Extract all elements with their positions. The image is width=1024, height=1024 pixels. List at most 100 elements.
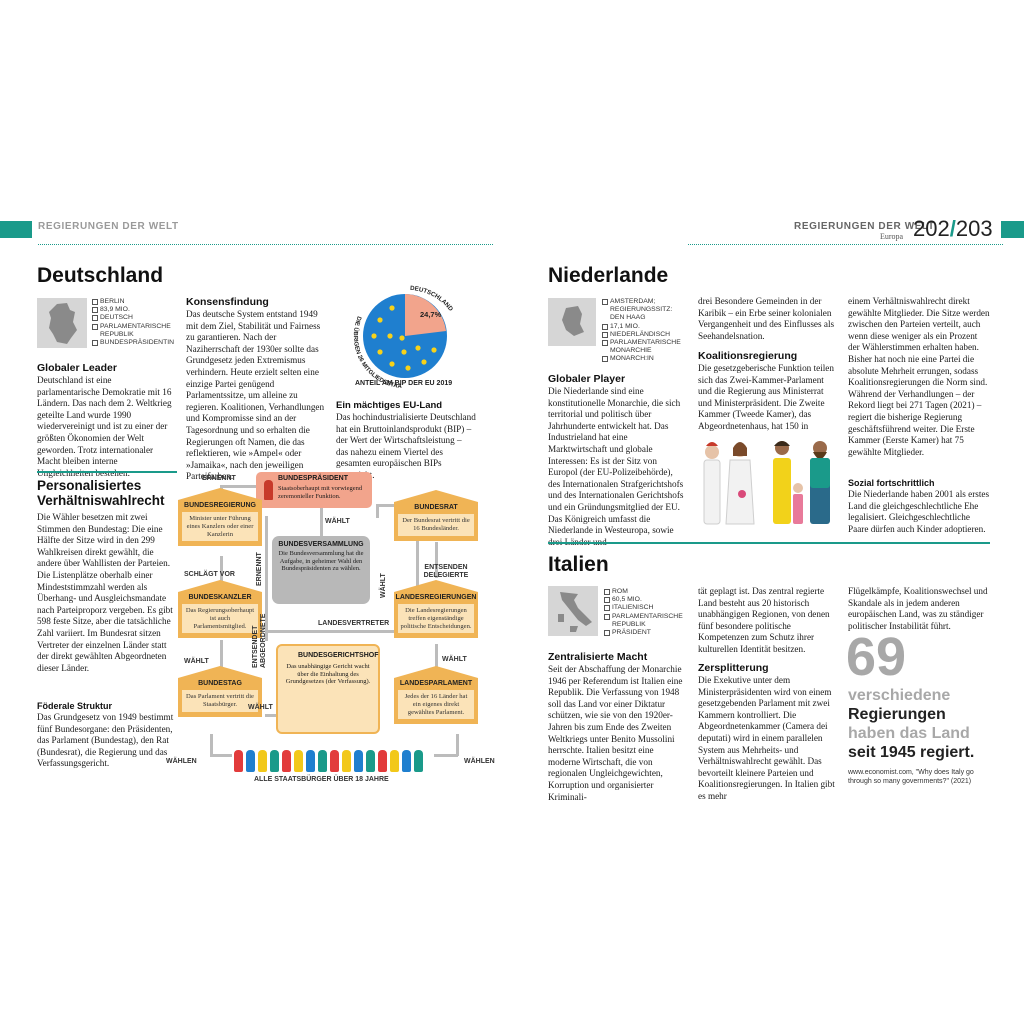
niederlande-facts: AMSTERDAM; REGIERUNGSSITZ: DEN HAAG 17,1… xyxy=(602,298,687,364)
fact-population: 17,1 MIO. xyxy=(602,323,687,331)
arrow-right-vertical xyxy=(416,504,419,604)
stat-source: www.economist.com, "Why does Italy go th… xyxy=(848,769,974,785)
right-header-title: REGIERUNGEN DER WELT xyxy=(794,221,935,232)
niederlande-col2: drei Besondere Gemeinden in der Karibik … xyxy=(698,296,835,341)
citizen-figure xyxy=(282,750,291,772)
box-bundespraesident: BUNDESPRÄSIDENT Staatsoberhaupt mit vorw… xyxy=(256,472,372,508)
label-entsendet-abgeordnete: ENTSENDET ABGEORDNETE xyxy=(252,613,267,668)
person-icon xyxy=(92,340,98,347)
label-waehlt-mid: WÄHLT xyxy=(184,658,209,665)
italien-col2: tät geplagt ist. Das zentral regierte La… xyxy=(698,586,830,654)
population-icon xyxy=(602,323,608,330)
citizen-figure xyxy=(342,750,351,772)
left-header-rule xyxy=(38,244,493,245)
citizen-figure xyxy=(414,750,423,772)
citizen-figure xyxy=(246,750,255,772)
label-landesvertreter: LANDESVERTRETER xyxy=(318,620,390,627)
right-header-rule xyxy=(688,244,1003,245)
language-icon xyxy=(604,605,610,612)
temple-bundesrat: BUNDESRAT Der Bundesrat vertritt die 16 … xyxy=(394,490,478,541)
citizen-figure xyxy=(234,750,243,772)
citizen-figure xyxy=(330,750,339,772)
italien-section-zersplitterung: Zersplitterung Die Exekutive unter dem M… xyxy=(698,662,835,801)
population-icon xyxy=(92,307,98,314)
niederlande-section-sozial: Sozial fortschrittlich Die Niederlande h… xyxy=(848,478,990,534)
page-right: 203 xyxy=(955,216,993,241)
deutschland-section-foederal: Föderale Struktur Das Grundgesetz von 19… xyxy=(37,701,174,769)
language-icon xyxy=(92,315,98,322)
section-rule-left xyxy=(37,471,177,473)
deutschland-title: Deutschland xyxy=(37,264,164,287)
citizen-figure xyxy=(354,750,363,772)
niederlande-col3: einem Verhältniswahlrecht direkt gewählt… xyxy=(848,296,990,457)
citizen-figure xyxy=(318,750,327,772)
label-waehlt-right: WÄHLT xyxy=(380,573,387,598)
label-waehlt-bottom: WÄHLT xyxy=(248,704,273,711)
arrow-president-right xyxy=(376,504,379,518)
fact-language: ITALIENISCH xyxy=(604,604,690,612)
citizen-figure xyxy=(306,750,315,772)
right-header-sub: Europa xyxy=(880,232,904,241)
citizen-figure xyxy=(390,750,399,772)
deutschland-facts: BERLIN 83,9 MIO. DEUTSCH PARLAMENTARISCH… xyxy=(92,298,180,347)
capital-icon xyxy=(602,299,608,305)
niederlande-title: Niederlande xyxy=(548,264,669,287)
fact-capital: ROM xyxy=(604,588,690,596)
arrow-waehlt-landes xyxy=(435,644,438,672)
fact-system: PARLAMENTARISCHE REPUBLIK xyxy=(92,323,180,339)
section-rule-right xyxy=(548,542,990,544)
arrow-waehlen-left xyxy=(210,734,213,756)
italy-map xyxy=(548,586,598,636)
citizen-figure xyxy=(402,750,411,772)
family-illustration xyxy=(698,434,840,530)
italien-facts: ROM 60,5 MIO. ITALIENISCH PARLAMENTARISC… xyxy=(604,588,690,637)
deutschland-section-konsens: Konsensfindung Das deutsche System entst… xyxy=(186,296,325,482)
citizen-figure xyxy=(258,750,267,772)
government-icon xyxy=(604,613,610,620)
deutschland-section-wahlrecht: Personalisiertes Verhältniswahlrecht Die… xyxy=(37,478,173,673)
arrow-schlaegt xyxy=(220,556,223,588)
arrow-waehlt-president xyxy=(320,504,323,538)
deutschland-section-leader: Globaler Leader Deutschland ist eine par… xyxy=(37,362,172,478)
temple-landesparlament: LANDESPARLAMENT Jedes der 16 Länder hat … xyxy=(394,666,478,725)
page-left: 202 xyxy=(913,216,950,241)
population-icon xyxy=(604,597,610,604)
label-waehlen-right: WÄHLEN xyxy=(464,758,495,765)
fact-population: 60,5 MIO. xyxy=(604,596,690,604)
italien-section-macht: Zentralisierte Macht Seit der Abschaffun… xyxy=(548,651,683,802)
arrow-landesvertreter xyxy=(265,630,460,633)
label-ernennt-1: ERNENNT xyxy=(202,475,236,482)
fact-capital: BERLIN xyxy=(92,298,180,306)
scroll-bundesgerichtshof: BUNDESGERICHTSHOF Das unabhängige Gerich… xyxy=(276,644,380,734)
fact-language: NIEDERLÄNDISCH xyxy=(602,331,687,339)
government-icon xyxy=(92,323,98,330)
pie-slice-de xyxy=(405,294,446,336)
government-icon xyxy=(602,340,608,347)
arrow-waehlen-left-h xyxy=(210,754,232,757)
niederlande-section-koalition: Koalitionsregierung Die gesetzgeberische… xyxy=(698,350,834,431)
italien-col3: Flügelkämpfe, Koalitionswechsel und Skan… xyxy=(848,586,988,631)
page-sep: / xyxy=(949,216,956,241)
arrow-waehlen-right-h xyxy=(434,754,458,757)
page-numbers: 202/203 xyxy=(913,216,993,242)
pie-caption: ANTEIL AM BIP DER EU 2019 xyxy=(355,380,453,387)
fact-population: 83,9 MIO. xyxy=(92,306,180,314)
stat-big-number: 69 xyxy=(846,627,907,687)
fact-head: MONARCH:IN xyxy=(602,355,687,363)
left-header-bar xyxy=(0,221,32,238)
niederlande-section-player: Globaler Player Die Niederlande sind ein… xyxy=(548,373,684,547)
fact-head: BUNDESPRÄSIDENTIN xyxy=(92,339,180,347)
president-icon xyxy=(264,480,273,500)
arrow-waehlt-kanzler xyxy=(220,640,223,670)
citizen-figure xyxy=(366,750,375,772)
fact-system: PARLAMENTARISCHE REPUBLIK xyxy=(604,613,690,629)
arrow-waehlen-right xyxy=(456,734,459,756)
capital-icon xyxy=(92,299,98,305)
stat-text: verschiedene Regierungen haben das Land … xyxy=(848,687,975,761)
eu-gdp-pie: 24,7% DEUTSCHLAND DIE ÜBRIGEN 26 MITGLIE… xyxy=(338,272,470,390)
citizen-figure xyxy=(378,750,387,772)
citizen-figure xyxy=(270,750,279,772)
label-alle-staatsbuerger: ALLE STAATSBÜRGER ÜBER 18 JAHRE xyxy=(254,776,389,783)
person-icon xyxy=(604,630,610,637)
temple-landesregierungen: LANDESREGIERUNGEN Die Landesregierungen … xyxy=(394,580,478,639)
